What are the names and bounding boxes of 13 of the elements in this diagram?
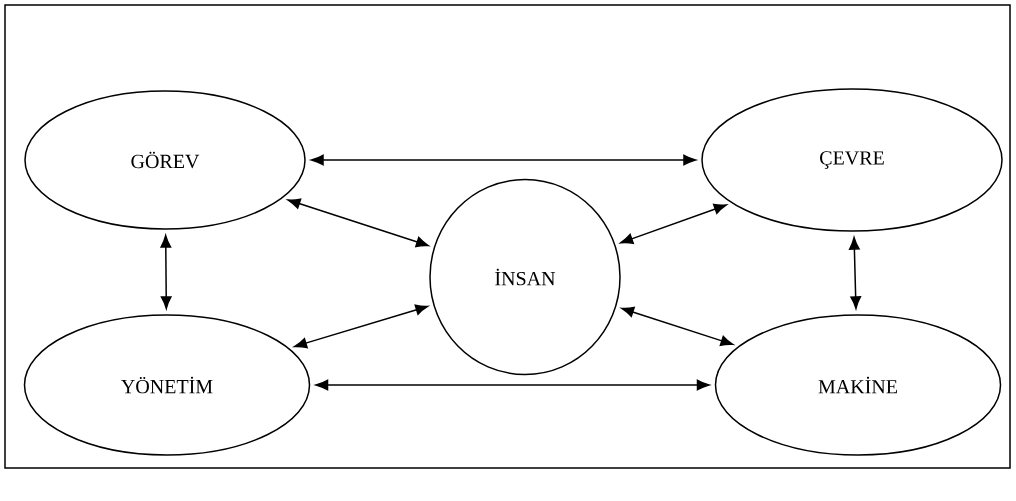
ellipse-node: YÖNETİM — [23, 314, 311, 456]
double-arrow — [287, 198, 429, 248]
double-arrow — [621, 306, 734, 347]
ellipse-node: GÖREV — [24, 90, 306, 230]
double-arrow — [315, 379, 710, 391]
ellipse-node: MAKİNE — [714, 314, 1002, 456]
double-arrow — [310, 154, 697, 166]
ellipse-node: İNSAN — [429, 178, 621, 376]
double-arrow — [849, 236, 862, 310]
double-arrow — [160, 234, 172, 310]
ellipse-node: ÇEVRE — [701, 88, 1003, 232]
double-arrow — [294, 304, 429, 349]
double-arrow — [620, 203, 727, 244]
